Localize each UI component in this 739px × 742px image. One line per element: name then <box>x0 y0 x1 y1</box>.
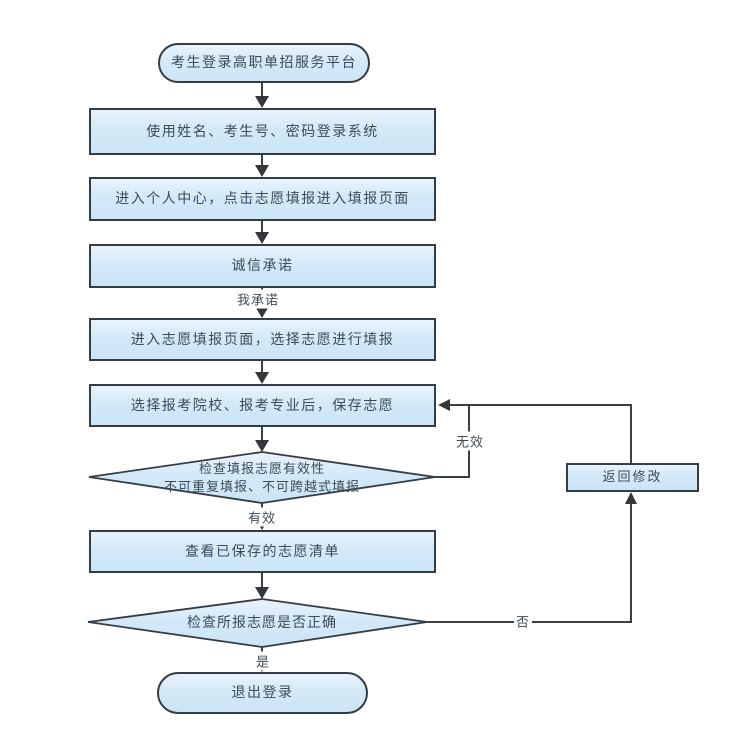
node-personal-center-process: 进入个人中心，点击志愿填报进入填报页面 <box>89 177 436 221</box>
node-label: 选择报考院校、报考专业后，保存志愿 <box>130 396 395 413</box>
node-label: 诚信承诺 <box>231 257 294 274</box>
edge-invalid-loop <box>435 404 470 478</box>
edge-modify-save <box>450 404 632 463</box>
decision-label-line1: 检查填报志愿有效性 <box>198 460 325 476</box>
decision-label-line2: 不可重复填报、不可跨越式填报 <box>163 478 360 494</box>
node-fill-page-process: 进入志愿填报页面，选择志愿进行填报 <box>89 318 436 361</box>
node-label: 查看已保存的志愿清单 <box>185 542 340 559</box>
arrowhead-down-icon <box>255 372 269 384</box>
arrowhead-down-icon <box>255 96 269 108</box>
node-label: 返回修改 <box>602 469 663 485</box>
node-label: 进入个人中心，点击志愿填报进入填报页面 <box>115 190 410 207</box>
edge-no-modify <box>427 504 632 623</box>
arrowhead-down-icon <box>255 440 269 452</box>
decision-label: 检查所报志愿是否正确 <box>187 613 337 630</box>
edge-label-no: 否 <box>513 611 533 631</box>
arrowhead-down-icon <box>255 232 269 244</box>
arrowhead-up-icon <box>625 492 637 504</box>
node-label: 进入志愿填报页面，选择志愿进行填报 <box>130 330 395 347</box>
node-label: 使用姓名、考生号、密码登录系统 <box>146 122 379 139</box>
node-view-saved-list-process: 查看已保存的志愿清单 <box>89 530 436 573</box>
edge-label-invalid: 无效 <box>453 431 487 451</box>
node-logout-terminator: 退出登录 <box>157 672 368 714</box>
node-label: 考生登录高职单招服务平台 <box>171 54 357 71</box>
node-save-volunteer-process: 选择报考院校、报考专业后，保存志愿 <box>89 384 436 427</box>
arrowhead-down-icon <box>255 587 269 599</box>
arrowhead-down-icon <box>256 308 268 318</box>
node-label: 退出登录 <box>231 684 294 701</box>
decision-check-correct-label: 检查所报志愿是否正确 <box>100 608 424 636</box>
diamond-check-correct <box>87 598 428 648</box>
node-login-process: 使用姓名、考生号、密码登录系统 <box>89 108 436 155</box>
edge-label-promise: 我承诺 <box>234 289 282 309</box>
arrowhead-down-icon <box>255 165 269 177</box>
diamond-check-validity <box>88 451 436 504</box>
node-integrity-promise-process: 诚信承诺 <box>89 244 436 288</box>
arrowhead-left-icon <box>438 399 450 411</box>
node-start-terminator: 考生登录高职单招服务平台 <box>158 43 370 83</box>
node-return-modify-process: 返回修改 <box>566 463 699 492</box>
decision-check-validity-label: 检查填报志愿有效性 不可重复填报、不可跨越式填报 <box>100 454 424 501</box>
edge-label-yes: 是 <box>253 651 273 671</box>
edge-label-valid: 有效 <box>245 507 279 527</box>
